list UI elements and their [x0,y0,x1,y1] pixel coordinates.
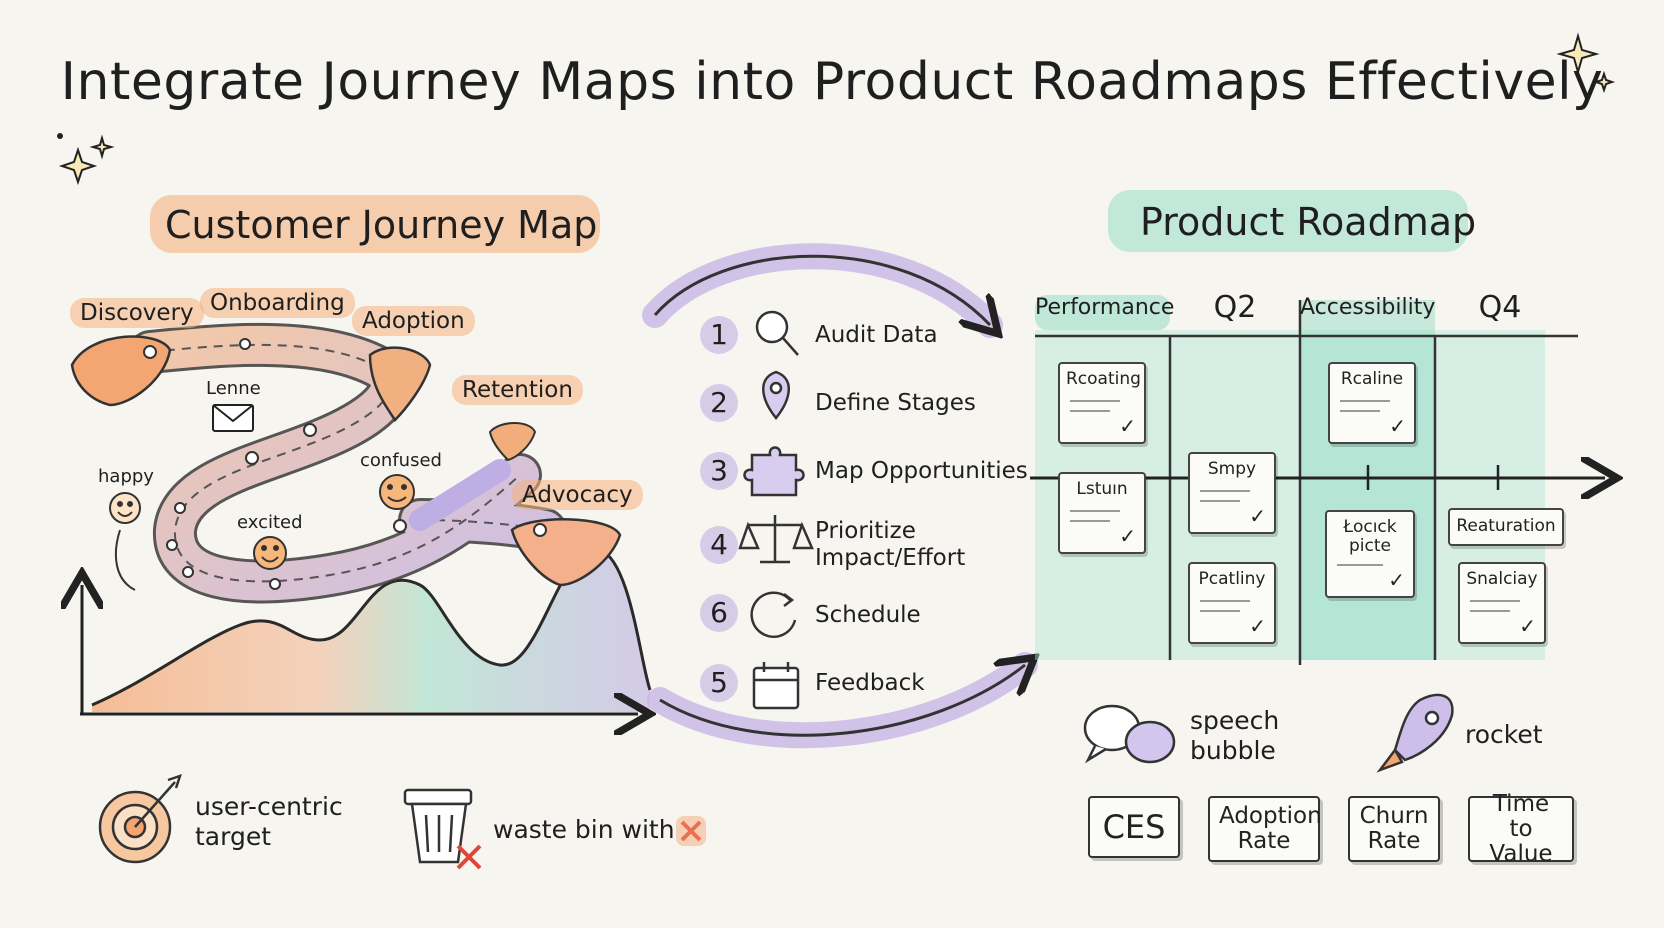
roadmap-heading: Product Roadmap [1140,200,1477,244]
column-performance: Performance [1035,295,1175,320]
check-icon: ✓ [1119,414,1136,438]
calendar-icon [752,662,800,710]
emotion-confused: confused [360,450,442,471]
emotion-lenne: Lenne [206,378,261,399]
roadmap-card[interactable]: Smpy ✓ [1188,452,1276,534]
check-icon: ✓ [1249,614,1266,638]
sparkle-icon [58,32,1616,186]
card-title: Pcatliny [1198,569,1266,589]
magnifier-icon [755,310,799,356]
confused-face-icon [379,474,415,510]
rocket-icon [1376,693,1454,773]
roadmap-card[interactable]: Rcaline ✓ [1328,362,1416,444]
step-number-4: 4 [700,526,738,564]
card-title: Rcoating [1066,369,1141,389]
envelope-icon [212,404,254,432]
metric-ces[interactable]: CES [1088,796,1180,858]
column-accessibility: Accessibility [1300,295,1436,320]
roadmap-card[interactable]: Reaturation [1448,508,1564,546]
metric-time-to-value[interactable]: Time to Value [1468,791,1574,866]
card-title: Snalciay [1466,569,1538,589]
step-label-6: Schedule [815,602,921,628]
check-icon: ✓ [1119,524,1136,548]
check-icon: ✓ [1388,568,1405,592]
metric-label: Adoption Rate [1219,803,1322,854]
journey-map-heading: Customer Journey Map [165,203,598,247]
page-title: Integrate Journey Maps into Product Road… [60,52,1604,112]
card-title: Łocıck picte [1343,517,1397,556]
check-icon: ✓ [1519,614,1536,638]
step-label-1: Audit Data [815,322,938,348]
x-mark-icon [456,820,702,870]
roadmap-card[interactable]: Pcatliny ✓ [1188,562,1276,644]
map-pin-icon [762,370,790,421]
roadmap-card[interactable]: Łocıck picte ✓ [1325,510,1415,598]
roadmap-card[interactable]: Lstuın ✓ [1058,472,1146,554]
step-number-6: 6 [700,594,738,632]
scales-icon [738,515,814,564]
metric-churn-rate[interactable]: Churn Rate [1348,796,1440,862]
metric-label: Churn Rate [1359,803,1429,854]
step-number-3: 3 [700,452,738,490]
card-title: Smpy [1207,459,1257,479]
cycle-icon [750,591,797,638]
happy-face-icon [109,492,141,524]
excited-face-icon [253,536,287,570]
metric-label: CES [1102,807,1166,846]
legend-speech-bubble: speech bubble [1190,706,1280,765]
legend-target: user-centric target [195,792,343,851]
card-title: Reaturation [1456,516,1556,536]
waste-bin-icon [403,788,473,864]
step-number-1: 1 [700,316,738,354]
stage-adoption: Adoption [352,306,475,336]
stage-retention: Retention [452,375,583,405]
step-number-2: 2 [700,384,738,422]
metric-adoption-rate[interactable]: Adoption Rate [1208,796,1322,862]
step-label-5: Feedback [815,670,925,696]
roadmap-card[interactable]: Snalciay ✓ [1458,562,1546,644]
column-q2: Q2 [1213,290,1257,325]
metric-label: Time to Value [1489,790,1553,867]
card-title: Lstuın [1076,479,1128,499]
step-label-2: Define Stages [815,390,976,416]
card-title: Rcaline [1340,369,1404,389]
stage-onboarding: Onboarding [200,288,355,318]
stage-advocacy: Advocacy [512,480,643,510]
puzzle-icon [743,446,805,497]
stage-discovery: Discovery [70,298,204,328]
step-number-5: 5 [700,664,738,702]
column-q4: Q4 [1478,290,1522,325]
legend-waste-bin: waste bin with [493,815,675,844]
target-icon [98,774,182,864]
roadmap-card[interactable]: Rcoating ✓ [1058,362,1146,444]
emotion-excited: excited [237,512,303,533]
emotion-happy: happy [98,466,154,487]
speech-bubble-icon [1083,704,1176,764]
check-icon: ✓ [1249,504,1266,528]
step-label-3: Map Opportunities [815,458,1028,484]
step-label-4: Prioritize Impact/Effort [815,518,966,571]
legend-rocket: rocket [1465,720,1543,749]
check-icon: ✓ [1389,414,1406,438]
